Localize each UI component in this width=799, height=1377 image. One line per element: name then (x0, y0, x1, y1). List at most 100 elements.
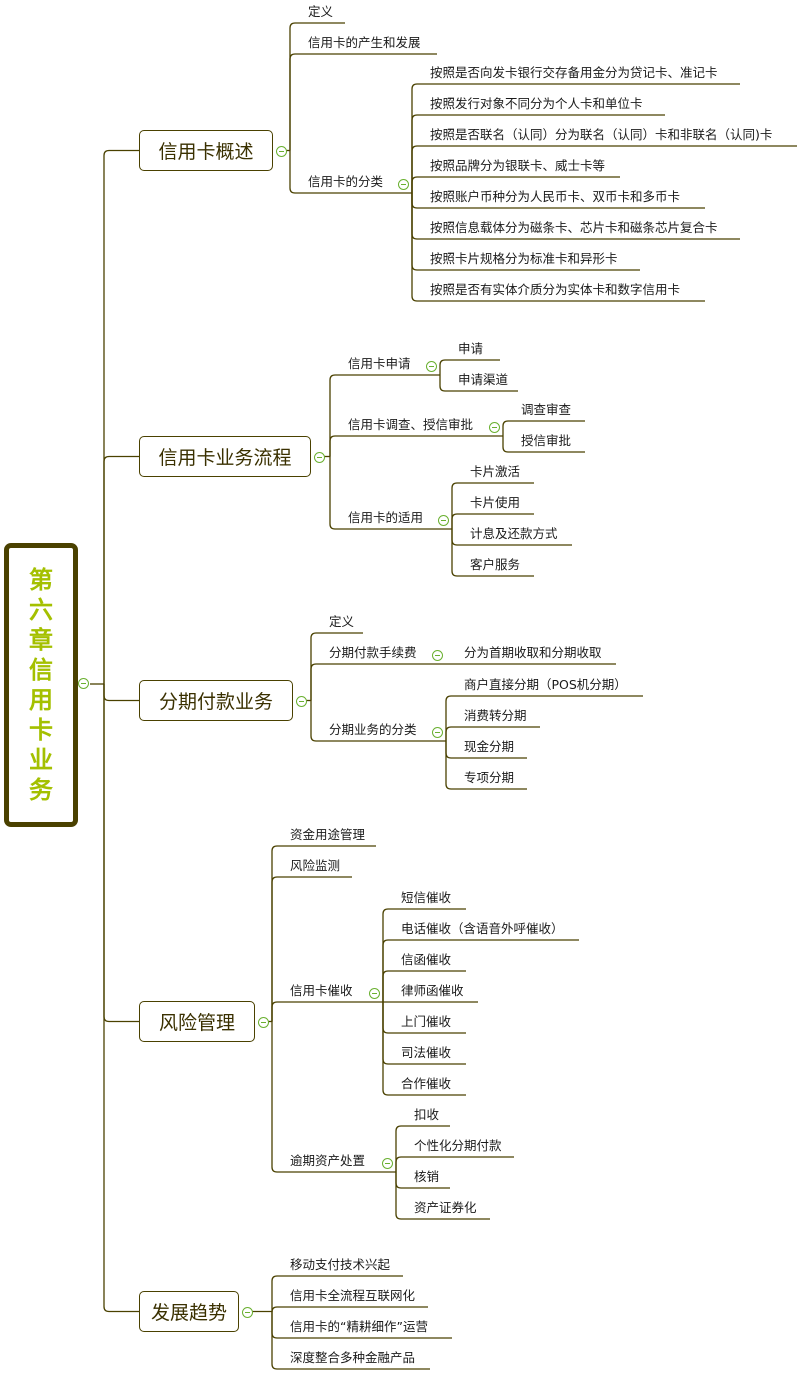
connector (103, 684, 139, 1023)
subtopic[interactable]: 风险监测 (290, 858, 341, 873)
branch-topic[interactable]: 风险管理 (139, 1001, 255, 1042)
leaf-topic[interactable]: 信函催收 (401, 952, 452, 967)
leaf-topic[interactable]: 按照发行对象不同分为个人卡和单位卡 (430, 96, 643, 111)
connector (329, 456, 452, 530)
connector (310, 663, 446, 701)
subtopic[interactable]: 移动支付技术兴起 (290, 1257, 391, 1272)
leaf-topic[interactable]: 按照卡片规格分为标准卡和异形卡 (430, 251, 618, 266)
subtopic[interactable]: 信用卡全流程互联网化 (290, 1288, 416, 1303)
connector (103, 684, 139, 1313)
root-topic[interactable]: 第六章信用卡业务 (4, 543, 78, 827)
leaf-topic[interactable]: 商户直接分期（POS机分期） (464, 677, 627, 692)
collapse-toggle-icon[interactable] (314, 451, 325, 463)
collapse-toggle-icon[interactable] (432, 650, 443, 661)
leaf-topic[interactable]: 按照是否向发卡银行交存备用金分为贷记卡、准记卡 (430, 65, 718, 80)
connector (103, 149, 139, 684)
subtopic[interactable]: 分期业务的分类 (329, 722, 417, 737)
collapse-toggle-icon[interactable] (382, 1158, 393, 1169)
subtopic[interactable]: 信用卡的适用 (348, 510, 424, 525)
subtopic[interactable]: 信用卡催收 (290, 983, 353, 998)
branch-topic[interactable]: 发展趋势 (139, 1291, 239, 1332)
subtopic[interactable]: 信用卡申请 (348, 356, 411, 371)
leaf-topic[interactable]: 律师函催收 (401, 983, 464, 998)
connector (329, 435, 503, 457)
leaf-topic[interactable]: 个性化分期付款 (414, 1138, 502, 1153)
root-title-char: 章 (29, 626, 53, 654)
root-title-char: 卡 (29, 716, 53, 744)
leaf-topic[interactable]: 专项分期 (464, 770, 515, 785)
subtopic[interactable]: 资金用途管理 (290, 827, 366, 842)
leaf-topic[interactable]: 电话催收（含语音外呼催收） (401, 921, 564, 936)
leaf-topic[interactable]: 按照是否有实体介质分为实体卡和数字信用卡 (430, 282, 681, 297)
connector (271, 876, 352, 1022)
connector (103, 455, 139, 684)
collapse-toggle-icon[interactable] (369, 988, 380, 999)
connector (502, 436, 585, 453)
leaf-topic[interactable]: 资产证券化 (414, 1200, 477, 1215)
leaf-topic[interactable]: 扣收 (414, 1107, 440, 1122)
leaf-topic[interactable]: 卡片使用 (470, 495, 521, 510)
leaf-topic[interactable]: 申请渠道 (458, 372, 509, 387)
leaf-topic[interactable]: 按照是否联名（认同）分为联名（认同）卡和非联名（认同)卡 (430, 127, 773, 142)
subtopic[interactable]: 逾期资产处置 (290, 1153, 366, 1168)
subtopic[interactable]: 深度整合多种金融产品 (290, 1350, 416, 1365)
connector (271, 1311, 430, 1370)
leaf-topic[interactable]: 卡片激活 (470, 464, 521, 479)
subtopic[interactable]: 信用卡调查、授信审批 (348, 417, 474, 432)
branch-topic[interactable]: 信用卡概述 (139, 130, 273, 171)
connector (271, 845, 376, 1022)
collapse-toggle-icon[interactable] (242, 1306, 253, 1318)
collapse-toggle-icon[interactable] (276, 145, 287, 157)
connector (451, 513, 534, 529)
collapse-toggle-icon[interactable] (489, 422, 500, 433)
leaf-topic[interactable]: 上门催收 (401, 1014, 452, 1029)
leaf-topic[interactable]: 客户服务 (470, 557, 521, 572)
collapse-toggle-icon[interactable] (398, 179, 409, 190)
collapse-toggle-icon[interactable] (78, 678, 89, 689)
subtopic[interactable]: 分期付款手续费 (329, 645, 417, 660)
collapse-toggle-icon[interactable] (438, 515, 449, 526)
leaf-topic[interactable]: 分为首期收取和分期收取 (464, 645, 602, 660)
connector (289, 53, 437, 151)
leaf-topic[interactable]: 按照品牌分为银联卡、威士卡等 (430, 158, 606, 173)
connector (289, 22, 345, 151)
connector (382, 908, 466, 1002)
connector (439, 359, 500, 375)
leaf-topic[interactable]: 授信审批 (521, 433, 572, 448)
leaf-topic[interactable]: 计息及还款方式 (470, 526, 558, 541)
connector (289, 150, 412, 194)
collapse-toggle-icon[interactable] (258, 1016, 269, 1028)
root-title-char: 信 (29, 656, 53, 684)
leaf-topic[interactable]: 司法催收 (401, 1045, 452, 1060)
leaf-topic[interactable]: 现金分期 (464, 739, 515, 754)
collapse-toggle-icon[interactable] (296, 695, 307, 707)
subtopic[interactable]: 定义 (329, 614, 355, 629)
leaf-topic[interactable]: 按照账户币种分为人民币卡、双币卡和多币卡 (430, 189, 681, 204)
collapse-toggle-icon[interactable] (432, 727, 443, 738)
connector (310, 700, 446, 742)
connector (411, 193, 705, 302)
collapse-toggle-icon[interactable] (426, 361, 437, 372)
subtopic[interactable]: 定义 (308, 4, 334, 19)
connector (445, 726, 540, 741)
root-title-char: 六 (29, 596, 53, 624)
subtopic[interactable]: 信用卡的分类 (308, 174, 384, 189)
leaf-topic[interactable]: 合作催收 (401, 1076, 452, 1091)
leaf-topic[interactable]: 调查审查 (521, 402, 572, 417)
connector (382, 939, 579, 1002)
connector (395, 1172, 490, 1220)
branch-topic[interactable]: 分期付款业务 (139, 680, 293, 721)
leaf-topic[interactable]: 按照信息载体分为磁条卡、芯片卡和磁条芯片复合卡 (430, 220, 718, 235)
root-title-char: 业 (29, 746, 53, 774)
leaf-topic[interactable]: 核销 (414, 1169, 440, 1184)
subtopic[interactable]: 信用卡的产生和发展 (308, 35, 421, 50)
leaf-topic[interactable]: 消费转分期 (464, 708, 527, 723)
connector (271, 1306, 428, 1313)
connector (451, 482, 534, 529)
branch-topic[interactable]: 信用卡业务流程 (139, 436, 311, 477)
leaf-topic[interactable]: 申请 (458, 341, 484, 356)
leaf-topic[interactable]: 短信催收 (401, 890, 452, 905)
connector (329, 374, 440, 457)
subtopic[interactable]: 信用卡的“精耕细作”运营 (290, 1319, 428, 1334)
